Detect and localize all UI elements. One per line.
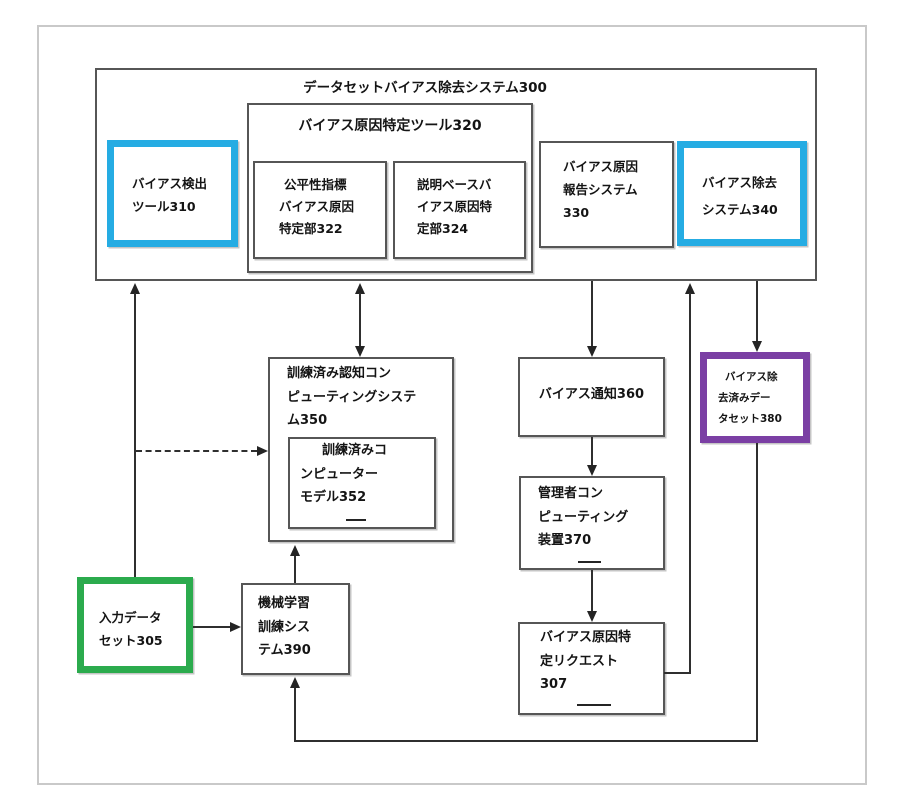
- box-bias-cause-report-system-330: バイアス原因 報告システム 330: [539, 141, 674, 248]
- reference-underline-352: [346, 519, 366, 521]
- box-350-label-line: 訓練済み認知コン: [287, 366, 392, 381]
- box-350-label-line: ピューティングシステ: [287, 389, 417, 405]
- box-322-label-line: 公平性指標: [284, 177, 347, 192]
- box-bias-cause-identification-request-307: バイアス原因特 定リクエスト 307: [518, 622, 665, 715]
- box-370-label-line: 管理者コン: [538, 486, 604, 501]
- box-340-label-line: システム340: [702, 202, 778, 217]
- arrowhead-370-to-307: [587, 611, 597, 622]
- box-370-label-line: 装置370: [538, 533, 592, 548]
- box-trained-computer-model-352: 訓練済みコ ンピューター モデル352: [288, 437, 436, 529]
- box-ml-training-system-390: 機械学習 訓練シス テム390: [241, 583, 350, 675]
- connector-305-to-system: [134, 293, 136, 577]
- arrowhead-350-to-system: [355, 283, 365, 294]
- connector-307-to-system-vertical: [689, 293, 691, 674]
- connector-360-to-370: [591, 437, 593, 465]
- box-330-label-line: 報告システム: [563, 182, 638, 197]
- diagram-frame: [37, 25, 867, 785]
- connector-system-350-bidirectional: [359, 293, 361, 347]
- connector-system-to-380: [756, 281, 758, 341]
- connector-370-to-307: [591, 570, 593, 611]
- box-320-title: バイアス原因特定ツール320: [298, 118, 482, 134]
- box-307-label-line: バイアス原因特: [540, 630, 632, 645]
- arrowhead-305-to-system: [130, 283, 140, 294]
- box-360-label-line: バイアス通知360: [538, 387, 645, 402]
- box-340-label-line: バイアス除去: [702, 175, 778, 190]
- box-fairness-metric-bias-cause-unit-322: 公平性指標 バイアス原因 特定部322: [253, 161, 387, 259]
- connector-390-to-350: [294, 556, 296, 583]
- box-310-label-line: ツール310: [132, 199, 196, 214]
- connector-380-to-390-horizontal: [294, 740, 758, 742]
- box-380-label-line: バイアス除: [725, 371, 778, 383]
- arrowhead-dashed-to-350: [257, 446, 268, 456]
- system-300-title: データセットバイアス除去システム300: [303, 80, 547, 96]
- box-350-label-line: ム350: [287, 413, 328, 428]
- box-370-label-line: ピューティング: [538, 509, 629, 525]
- arrowhead-system-to-350: [355, 346, 365, 357]
- box-324-label-line: 定部324: [417, 221, 469, 236]
- box-305-label-line: 入力データ: [99, 610, 162, 625]
- box-bias-removal-system-340: バイアス除去 システム340: [677, 141, 807, 246]
- box-307-label-line: 定リクエスト: [540, 653, 619, 669]
- connector-380-to-390-vertical: [294, 688, 296, 740]
- arrowhead-system-to-360: [587, 346, 597, 357]
- box-administrator-computing-device-370: 管理者コン ピューティング 装置370: [519, 476, 665, 570]
- box-380-label-line: タセット380: [718, 413, 782, 425]
- box-bias-notification-360: バイアス通知360: [518, 357, 665, 437]
- arrowhead-307-to-system: [685, 283, 695, 294]
- dashed-connector-to-350: [136, 450, 257, 452]
- box-390-label-line: 訓練シス: [258, 619, 311, 635]
- box-380-label-line: 去済みデー: [718, 392, 771, 404]
- box-390-label-line: 機械学習: [258, 596, 311, 611]
- arrowhead-360-to-370: [587, 465, 597, 476]
- reference-underline-307: [577, 704, 611, 706]
- connector-307-to-system-horizontal: [664, 672, 690, 674]
- box-352-label-line: 訓練済みコ: [322, 443, 388, 458]
- box-324-label-line: 説明ベースバ: [417, 177, 492, 192]
- box-324-label-line: イアス原因特: [417, 199, 493, 214]
- arrowhead-system-to-380: [752, 341, 762, 352]
- arrowhead-feedback-to-390: [290, 677, 300, 688]
- reference-underline-370: [578, 561, 601, 563]
- box-352-label-line: ンピューター: [300, 466, 379, 482]
- box-input-dataset-305: 入力データ セット305: [77, 577, 193, 673]
- box-307-label-line: 307: [540, 677, 568, 692]
- connector-380-down: [756, 443, 758, 742]
- arrowhead-390-to-350: [290, 545, 300, 556]
- box-322-label-line: 特定部322: [279, 221, 343, 236]
- connector-system-to-360: [591, 281, 593, 346]
- box-305-label-line: セット305: [99, 633, 163, 648]
- arrowhead-305-to-390: [230, 622, 241, 632]
- box-310-label-line: バイアス検出: [132, 176, 208, 191]
- connector-305-to-390: [193, 626, 230, 628]
- box-330-label-line: 330: [563, 205, 590, 220]
- box-330-label-line: バイアス原因: [563, 159, 639, 174]
- box-explanation-based-bias-cause-unit-324: 説明ベースバ イアス原因特 定部324: [393, 161, 526, 259]
- box-352-label-line: モデル352: [300, 490, 367, 505]
- box-390-label-line: テム390: [258, 643, 311, 658]
- box-debiased-dataset-380: バイアス除 去済みデー タセット380: [700, 352, 810, 443]
- box-bias-detection-tool-310: バイアス検出 ツール310: [107, 140, 238, 247]
- box-322-label-line: バイアス原因: [279, 199, 355, 214]
